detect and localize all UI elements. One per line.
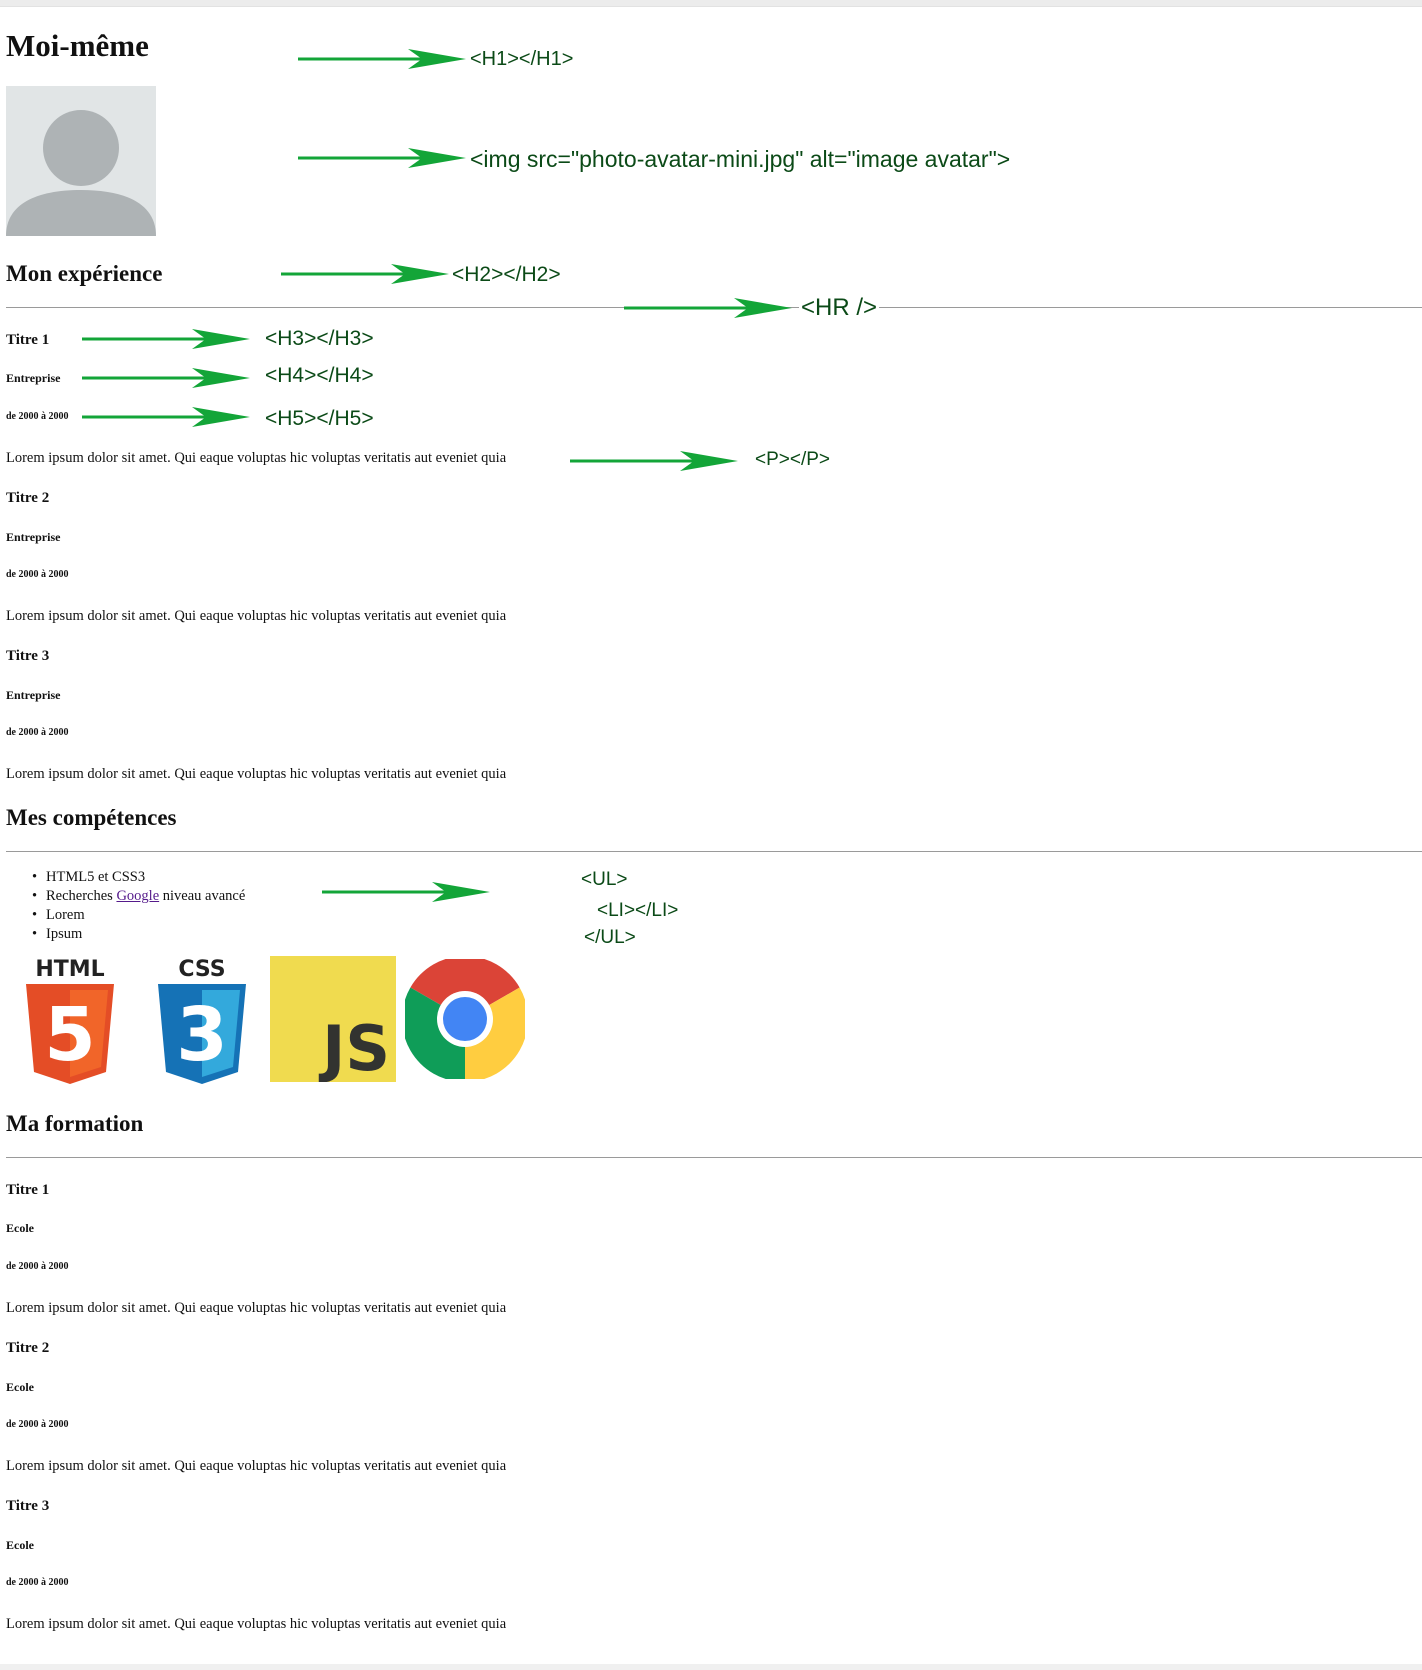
skills-list-item: Recherches Google niveau avancé [6,887,245,906]
avatar-image [6,86,156,236]
html5-logo-digit: 5 [44,992,96,1078]
arrow-h3-icon [82,329,250,349]
arrow-img-icon [298,148,466,168]
browser-top-edge [0,0,1422,7]
google-link[interactable]: Google [116,888,160,904]
experience-item-2-company: Entreprise [6,530,61,544]
javascript-logo-icon: JS [270,956,396,1082]
skills-list-item: HTML5 et CSS3 [6,868,245,887]
annotation-h5: <H5></H5> [265,407,374,430]
experience-item-3-company: Entreprise [6,688,61,702]
arrow-p-icon [570,451,738,471]
annotation-p: <P></P> [755,449,831,470]
experience-item-3-dates: de 2000 à 2000 [6,727,69,738]
arrow-h5-icon [82,407,250,427]
education-divider [6,1157,1422,1158]
css3-logo-digit: 3 [176,992,228,1078]
experience-item-1-company: Entreprise [6,371,61,385]
annotation-h2: <H2></H2> [452,263,561,286]
arrow-h4-icon [82,368,250,388]
experience-item-2-dates: de 2000 à 2000 [6,569,69,580]
arrow-hr-icon [624,298,792,318]
skills-divider [6,851,1422,852]
arrow-h1-icon [298,49,466,69]
page-title: Moi-même [6,28,149,63]
education-item-2-dates: de 2000 à 2000 [6,1419,69,1430]
avatar-placeholder-icon [6,110,156,236]
annotation-h4: <H4></H4> [265,364,374,387]
skills-list-item: Ipsum [6,925,245,944]
education-item-1-text: Lorem ipsum dolor sit amet. Qui eaque vo… [6,1300,507,1316]
skills-list-item: Lorem [6,906,245,925]
experience-item-2-title: Titre 2 [6,490,50,506]
annotation-ul-open: <UL> [581,869,628,890]
education-item-3-dates: de 2000 à 2000 [6,1577,69,1588]
annotation-h3: <H3></H3> [265,327,374,350]
browser-bottom-edge [0,1664,1422,1670]
education-item-1-title: Titre 1 [6,1182,50,1198]
skills-item-prefix: Recherches [46,888,117,904]
skills-item-suffix: niveau avancé [159,888,246,904]
experience-item-2-text: Lorem ipsum dolor sit amet. Qui eaque vo… [6,608,507,624]
chrome-logo-icon [405,959,525,1079]
experience-item-1-dates: de 2000 à 2000 [6,411,69,422]
education-item-2-title: Titre 2 [6,1340,50,1356]
skills-item-label: Ipsum [46,926,83,942]
experience-heading: Mon expérience [6,261,163,286]
experience-item-3-text: Lorem ipsum dolor sit amet. Qui eaque vo… [6,766,507,782]
skills-item-label: HTML5 et CSS3 [46,869,146,885]
arrow-ul-icon [322,882,490,902]
experience-item-3-title: Titre 3 [6,648,50,664]
annotation-ul-close: </UL> [584,927,636,948]
education-item-1-dates: de 2000 à 2000 [6,1261,69,1272]
skills-item-label: Lorem [46,907,85,923]
html5-logo-icon: HTML 5 [26,957,114,1084]
arrow-h2-icon [281,264,449,284]
annotation-hr: <HR /> [799,294,880,322]
education-item-2-text: Lorem ipsum dolor sit amet. Qui eaque vo… [6,1458,507,1474]
skills-list: HTML5 et CSS3 Recherches Google niveau a… [6,868,245,944]
annotation-li: <LI></LI> [597,900,679,921]
education-item-3-text: Lorem ipsum dolor sit amet. Qui eaque vo… [6,1616,507,1632]
css3-logo-icon: CSS 3 [158,957,246,1084]
css3-logo-text: CSS [178,957,225,982]
skills-heading: Mes compétences [6,805,177,830]
education-heading: Ma formation [6,1111,144,1136]
education-item-3-school: Ecole [6,1538,34,1552]
education-item-2-school: Ecole [6,1380,34,1394]
html5-logo-text: HTML [35,957,104,982]
javascript-logo-text: JS [318,1012,390,1082]
experience-item-1-title: Titre 1 [6,332,50,348]
education-item-3-title: Titre 3 [6,1498,50,1514]
annotation-img: <img src="photo-avatar-mini.jpg" alt="im… [470,146,1011,172]
experience-item-1-text: Lorem ipsum dolor sit amet. Qui eaque vo… [6,450,507,466]
education-item-1-school: Ecole [6,1221,34,1235]
annotation-h1: <H1></H1> [470,48,574,70]
